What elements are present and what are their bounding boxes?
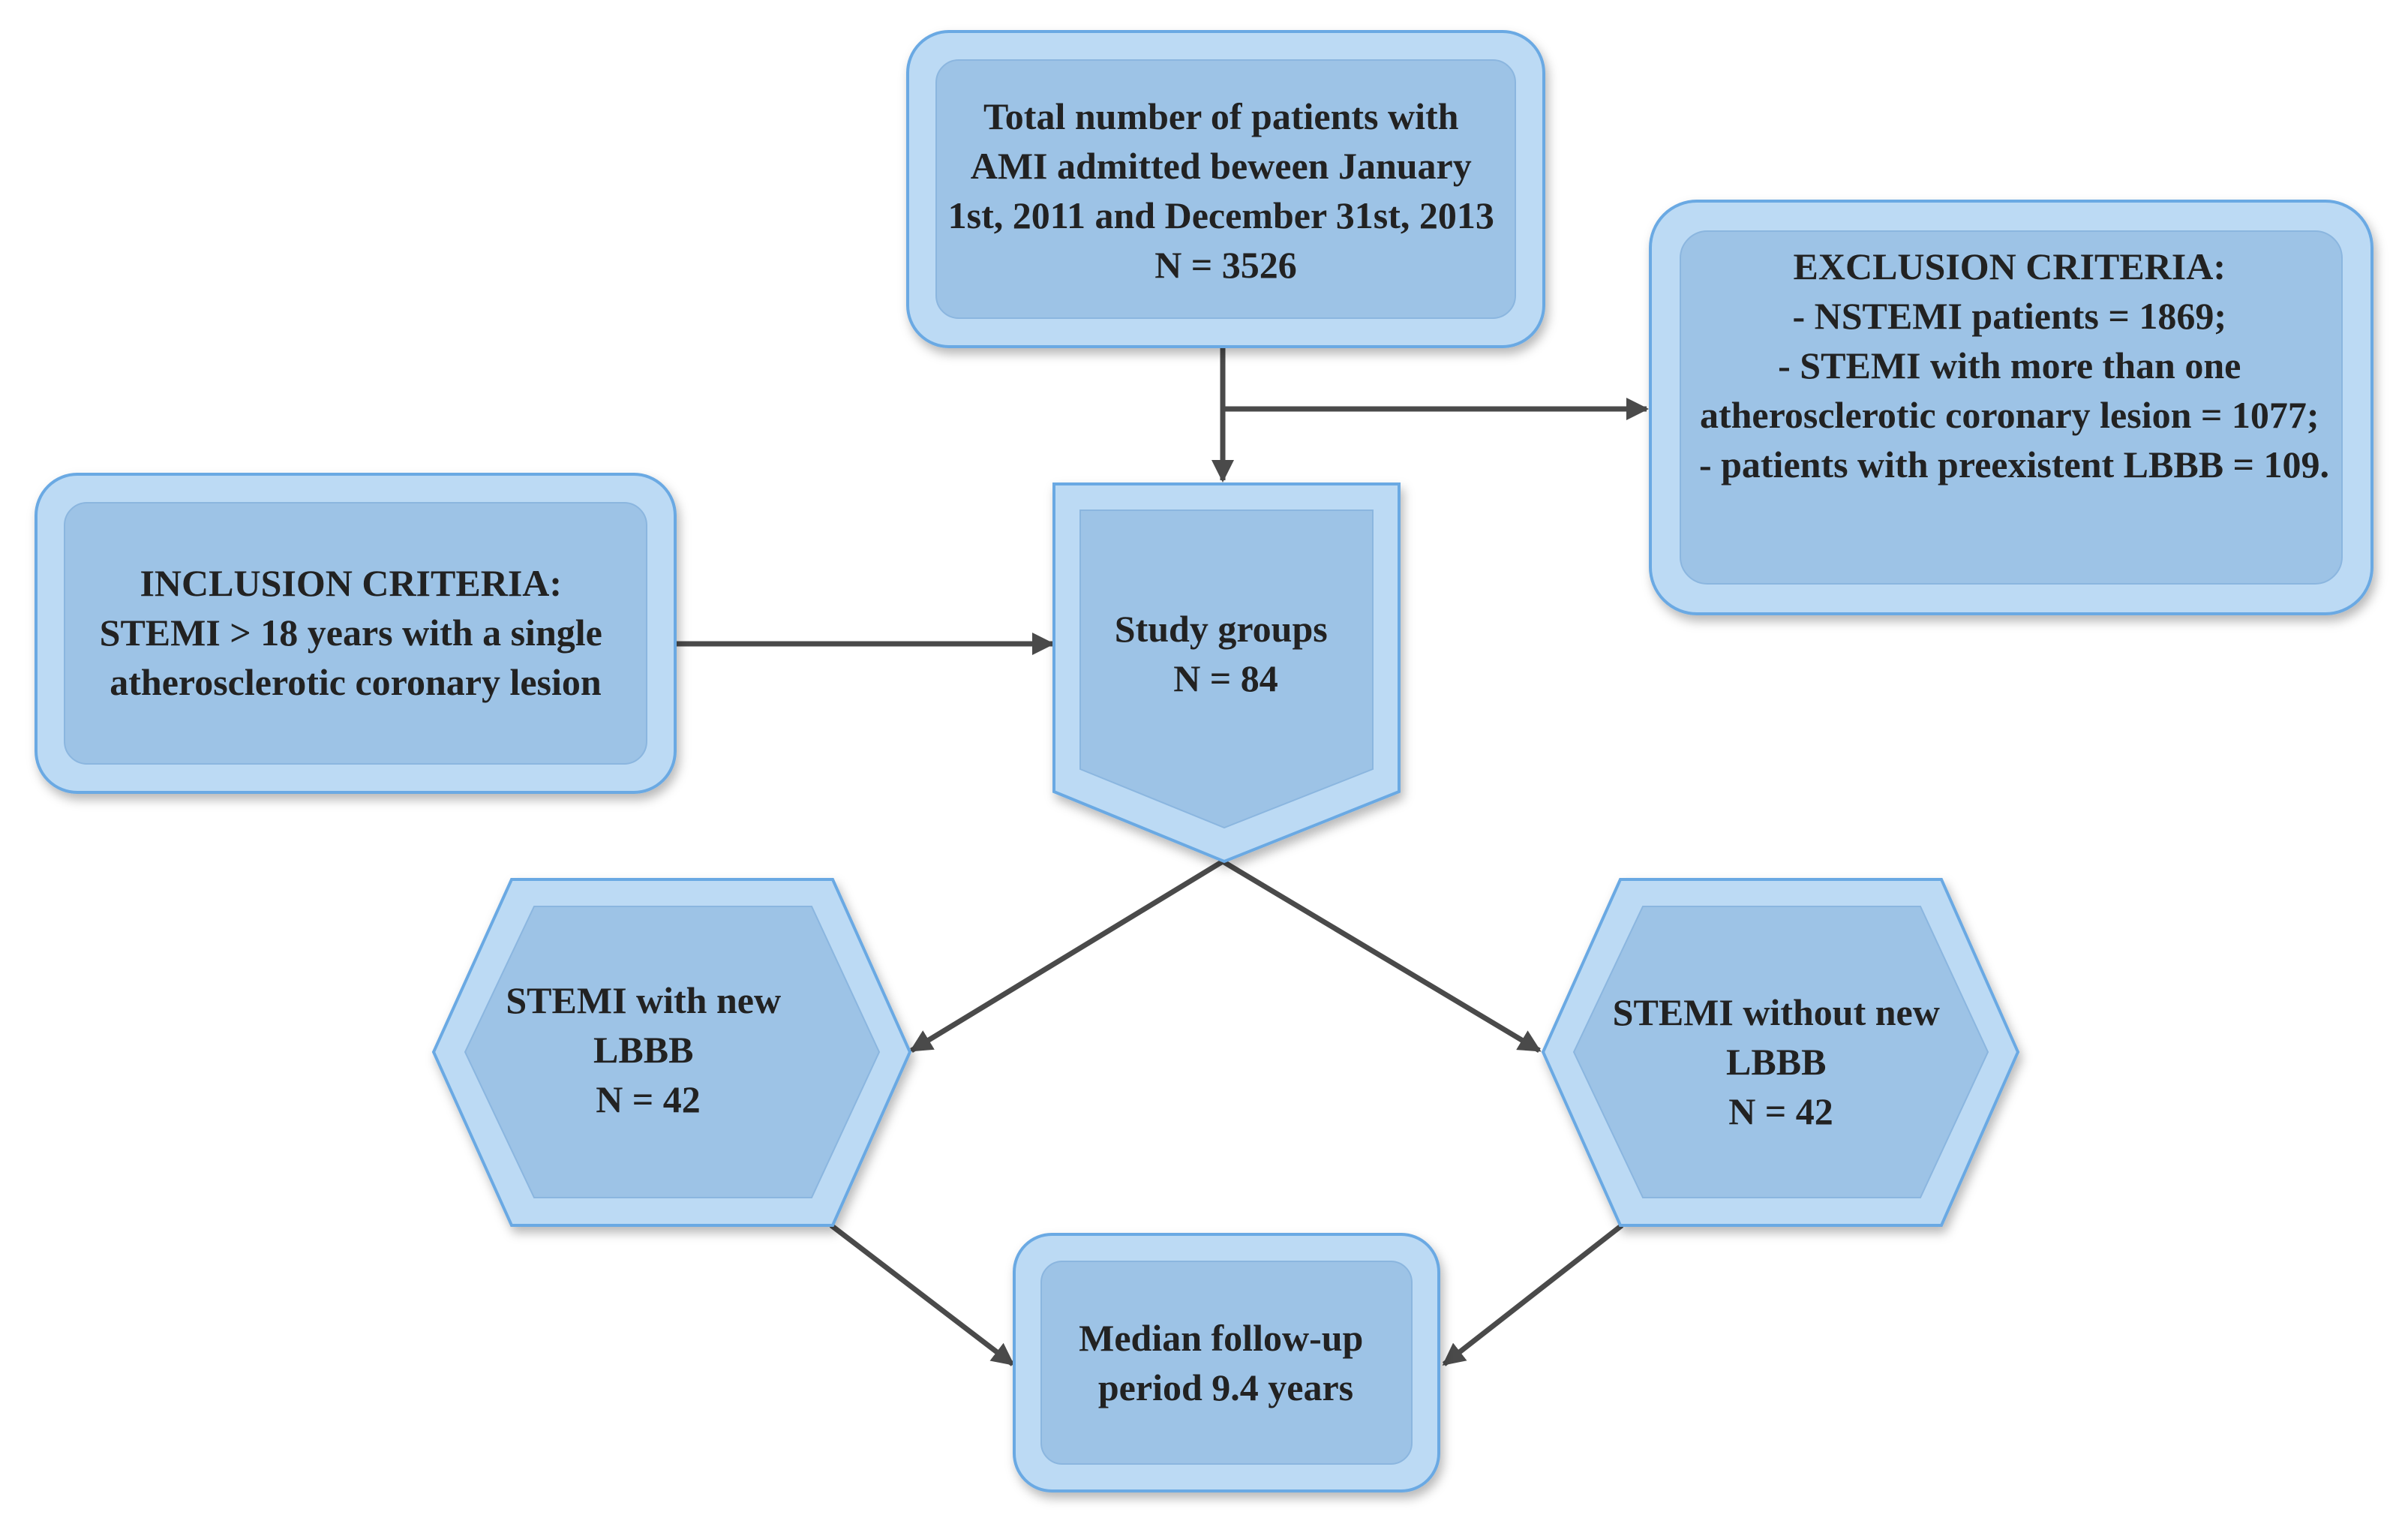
without-lbbb-count: N = 42 [1728,1090,1833,1132]
stemi-with-lbbb-text: STEMI with new LBBB N = 42 [506,979,790,1120]
study-groups-shape [1052,482,1401,864]
exclusion-item: atherosclerotic coronary lesion = 1077; [1700,394,2319,436]
total-patients-box [906,30,1545,348]
exclusion-criteria-text: EXCLUSION CRITERIA: - NSTEMI patients = … [1699,245,2329,485]
without-lbbb-line: STEMI without new [1613,991,1940,1033]
stemi-without-lbbb-shape [1541,878,2020,1227]
without-lbbb-line: LBBB [1726,1041,1826,1083]
exclusion-criteria-box [1649,200,2373,615]
exclusion-title: EXCLUSION CRITERIA: [1794,245,2226,287]
study-groups-label: Study groups [1115,608,1328,650]
inclusion-item: STEMI > 18 years with a single [100,612,602,654]
stemi-with-lbbb-shape [431,878,912,1227]
with-lbbb-line: STEMI with new [506,979,781,1021]
inclusion-criteria-box [35,473,677,794]
total-line: AMI admitted beween January [971,145,1472,187]
follow-up-box [1013,1233,1440,1492]
stemi-without-lbbb-text: STEMI without new LBBB N = 42 [1613,991,1950,1132]
inclusion-item: atherosclerotic coronary lesion [110,661,602,703]
follow-up-line: period 9.4 years [1098,1366,1353,1408]
total-line: Total number of patients with [983,95,1459,137]
inclusion-criteria-text: INCLUSION CRITERIA: STEMI > 18 years wit… [100,562,612,703]
arrow-without-lbbb-to-followup [1442,1223,1624,1366]
exclusion-item: - STEMI with more than one [1778,344,2241,386]
arrow-with-lbbb-to-followup [829,1223,1015,1366]
with-lbbb-count: N = 42 [596,1078,701,1120]
total-count: N = 3526 [1154,244,1297,286]
study-groups-text: Study groups N = 84 [1115,608,1337,699]
arrow-study-to-with-lbbb [909,859,1224,1053]
total-line: 1st, 2011 and December 31st, 2013 [948,194,1494,236]
with-lbbb-line: LBBB [593,1029,693,1071]
exclusion-item: - patients with preexistent LBBB = 109. [1699,443,2329,485]
connectors [677,347,1649,1366]
follow-up-line: Median follow-up [1079,1317,1363,1359]
arrow-study-to-without-lbbb [1221,858,1542,1054]
exclusion-item: - NSTEMI patients = 1869; [1792,295,2226,337]
follow-up-text: Median follow-up period 9.4 years [1079,1317,1373,1408]
total-patients-text: Total number of patients with AMI admitt… [948,95,1504,286]
study-groups-count: N = 84 [1173,657,1278,699]
inclusion-title: INCLUSION CRITERIA: [140,562,562,604]
